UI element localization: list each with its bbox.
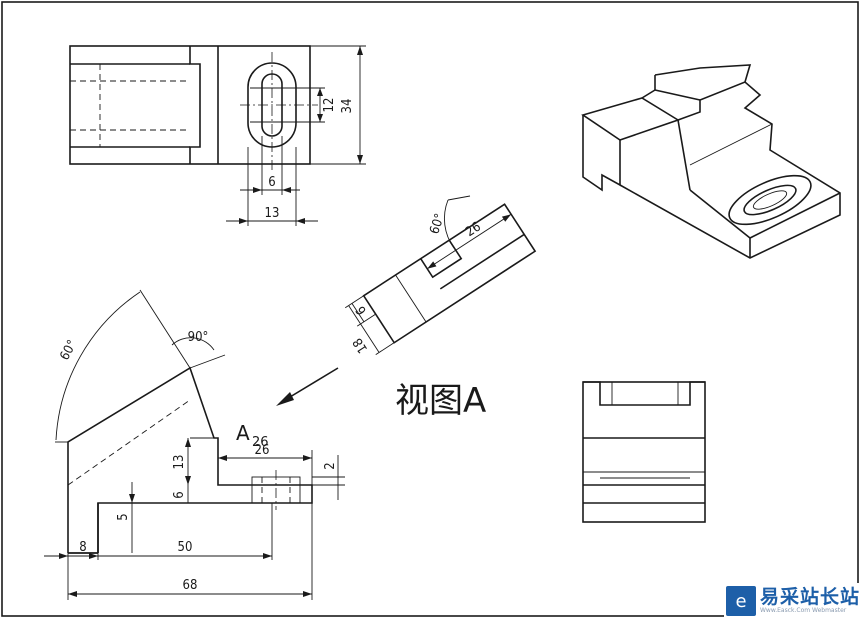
dim-front-68: 68 [183,578,198,593]
dim-front-26: 26 [255,443,270,458]
watermark-main: 易采站长站 [760,586,861,608]
dim-aux-60deg: 60° [427,212,448,236]
e-logo-icon: e [726,586,756,616]
side-view [582,381,706,523]
dim-top-6: 6 [268,175,275,190]
dim-front-6: 6 [172,491,187,498]
view-a-title: 视图A [395,381,486,421]
watermark-text: 易采站长站 Www.Easck.Com Webmaster [760,587,860,615]
section-label-a: A [236,421,250,445]
front-view: 60° 90° 26 2 13 6 5 [44,289,345,600]
dim-top-13: 13 [265,206,280,221]
dim-front-90deg: 90° [188,330,209,345]
dim-aux-18: 18 [350,335,371,356]
view-direction-arrow [276,367,339,406]
dim-aux-6: 6 [353,303,370,317]
top-view: 12 34 6 13 [69,45,366,226]
dim-front-8: 8 [79,540,86,555]
isometric-view [581,64,841,259]
dim-front-5: 5 [116,513,131,520]
dim-front-13: 13 [172,455,187,470]
dim-top-34: 34 [340,99,355,114]
dim-top-12: 12 [322,98,337,113]
dim-aux-26: 26 [463,219,484,240]
watermark-sub: Www.Easck.Com Webmaster [760,607,847,614]
dim-front-2: 2 [323,462,338,469]
auxiliary-view: 6 18 26 [344,203,537,356]
watermark-badge: e 易采站长站 Www.Easck.Com Webmaster [724,583,861,619]
dim-front-50: 50 [178,540,193,555]
dim-front-60deg: 60° [57,338,80,363]
section-label-a-subscript: 26 [252,435,269,450]
